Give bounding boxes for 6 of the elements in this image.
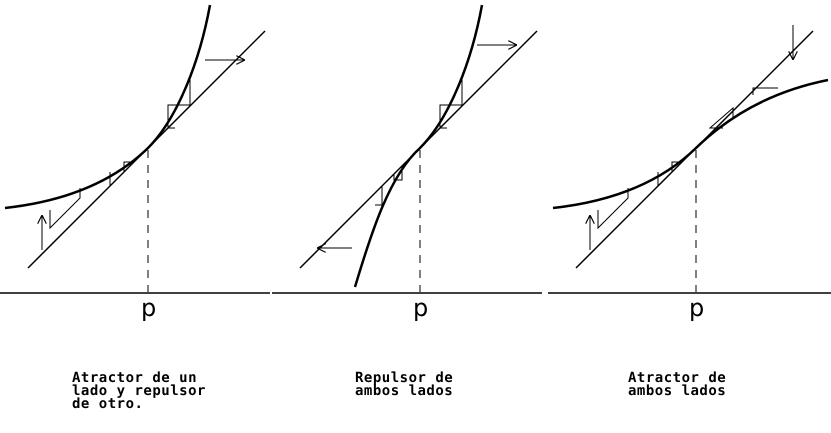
axis-point-label: p bbox=[689, 296, 704, 320]
caption: Atractor de ambos lados bbox=[628, 372, 728, 398]
caption: Atractor de un lado y repulsor de otro. bbox=[72, 372, 207, 411]
axis-point-label: p bbox=[141, 296, 156, 320]
axis-point-label: p bbox=[413, 296, 428, 320]
caption: Repulsor de ambos lados bbox=[355, 372, 454, 398]
